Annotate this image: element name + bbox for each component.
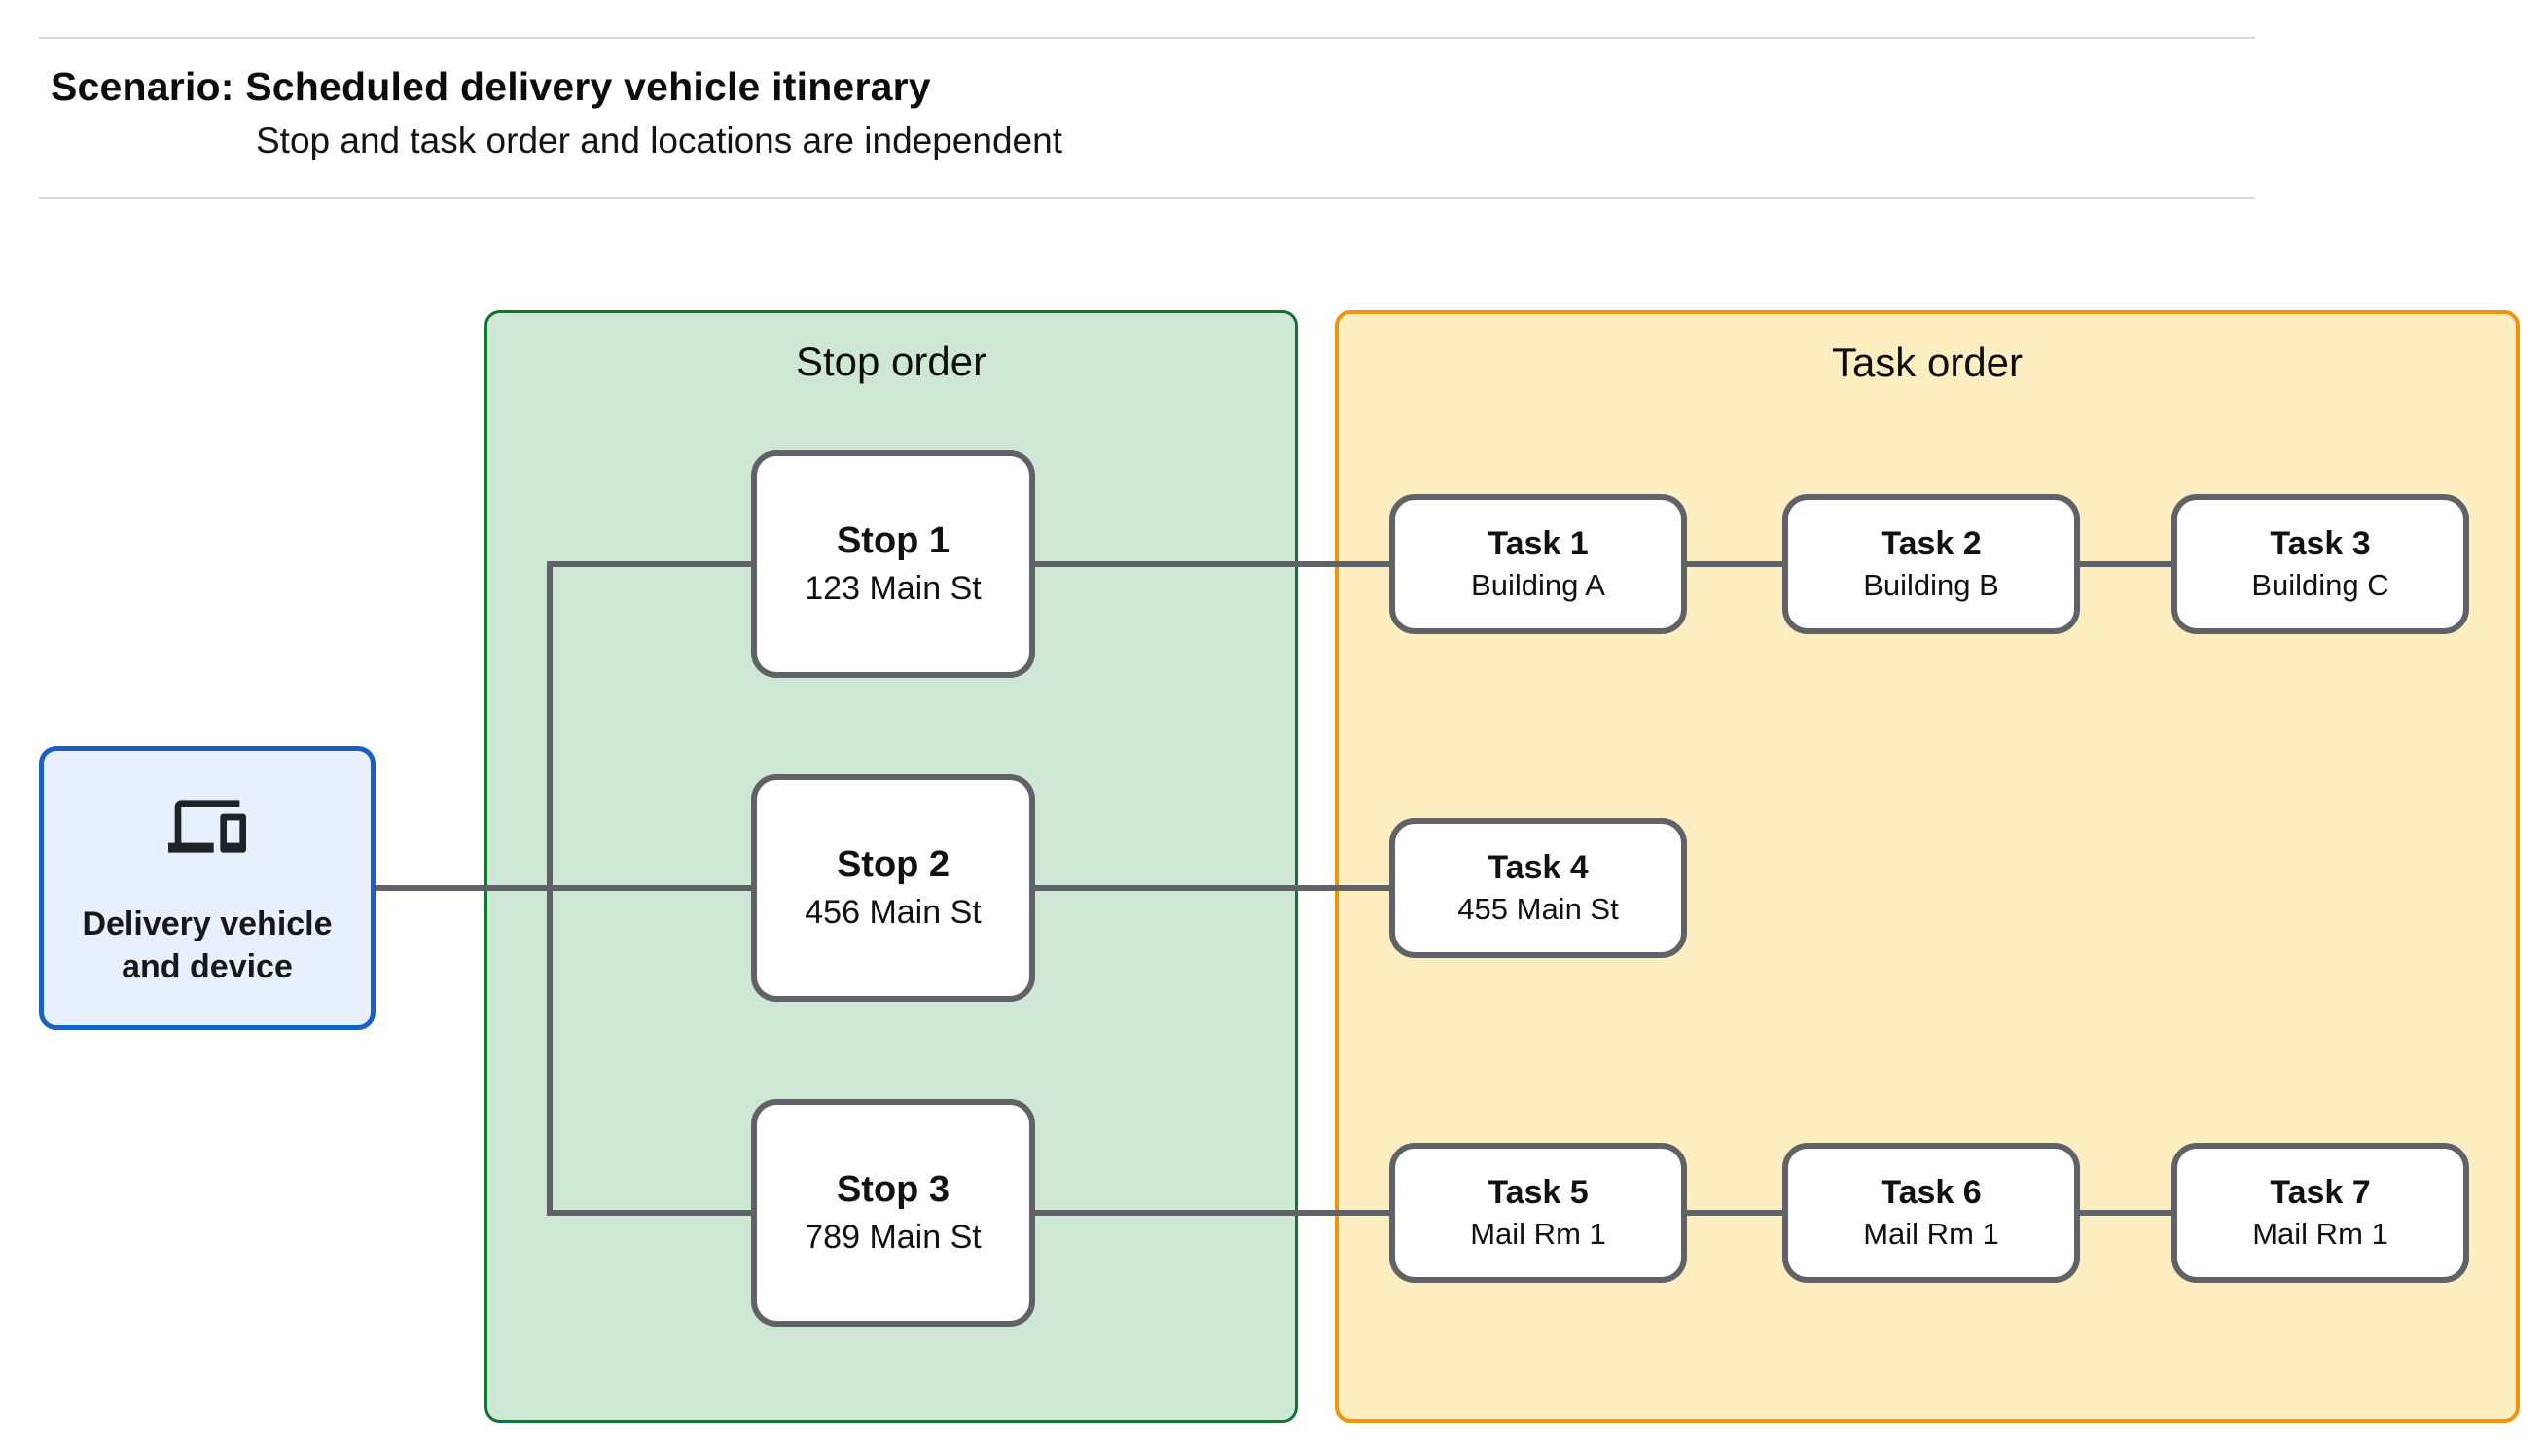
connector-trunk-to-stop1 xyxy=(547,561,751,567)
header-divider-top xyxy=(39,37,2255,39)
connector-task5-to-task6 xyxy=(1687,1210,1782,1216)
vehicle-label: Delivery vehicle and device xyxy=(82,904,332,988)
task-node-3: Task 3 Building C xyxy=(2171,494,2469,634)
stop-3-title: Stop 3 xyxy=(836,1169,950,1210)
task-2-title: Task 2 xyxy=(1881,525,1982,562)
stop-node-3: Stop 3 789 Main St xyxy=(751,1099,1035,1327)
connector-task1-to-task2 xyxy=(1687,561,1782,567)
task-5-title: Task 5 xyxy=(1488,1174,1589,1211)
stop-node-1: Stop 1 123 Main St xyxy=(751,450,1035,678)
connector-trunk-to-stop3 xyxy=(547,1210,751,1216)
task-node-6: Task 6 Mail Rm 1 xyxy=(1782,1143,2080,1283)
stop-1-address: 123 Main St xyxy=(805,570,982,607)
connector-stop2-to-task4 xyxy=(1035,885,1389,891)
connector-task6-to-task7 xyxy=(2080,1210,2171,1216)
connector-stop1-to-task1 xyxy=(1035,561,1389,567)
vehicle-label-line-1: Delivery vehicle xyxy=(82,905,333,942)
task-5-location: Mail Rm 1 xyxy=(1470,1217,1606,1251)
stop-2-address: 456 Main St xyxy=(805,894,982,931)
task-6-title: Task 6 xyxy=(1881,1174,1982,1211)
task-node-2: Task 2 Building B xyxy=(1782,494,2080,634)
task-1-title: Task 1 xyxy=(1488,525,1589,562)
task-4-title: Task 4 xyxy=(1488,849,1589,886)
task-order-panel-title: Task order xyxy=(1831,339,2024,385)
connector-stop3-to-task5 xyxy=(1035,1210,1389,1216)
devices-icon xyxy=(168,788,246,870)
task-2-location: Building B xyxy=(1863,568,1999,602)
task-3-title: Task 3 xyxy=(2270,525,2371,562)
stop-order-panel-title: Stop order xyxy=(795,338,987,384)
header-divider-bottom xyxy=(39,197,2255,199)
task-4-location: 455 Main St xyxy=(1457,892,1619,926)
task-6-location: Mail Rm 1 xyxy=(1863,1217,1999,1251)
connector-vehicle-to-stop2 xyxy=(375,885,751,891)
task-1-location: Building A xyxy=(1471,568,1605,602)
delivery-vehicle-node: Delivery vehicle and device xyxy=(39,746,376,1030)
connector-task2-to-task3 xyxy=(2080,561,2171,567)
stop-node-2: Stop 2 456 Main St xyxy=(751,774,1035,1002)
stop-1-title: Stop 1 xyxy=(836,520,950,561)
task-7-title: Task 7 xyxy=(2270,1174,2371,1211)
page-subtitle: Stop and task order and locations are in… xyxy=(256,121,1062,160)
task-node-1: Task 1 Building A xyxy=(1389,494,1687,634)
vehicle-label-line-2: and device xyxy=(122,947,293,985)
task-node-4: Task 4 455 Main St xyxy=(1389,818,1687,958)
stop-3-address: 789 Main St xyxy=(805,1219,982,1256)
task-7-location: Mail Rm 1 xyxy=(2252,1217,2388,1251)
task-node-7: Task 7 Mail Rm 1 xyxy=(2171,1143,2469,1283)
stop-2-title: Stop 2 xyxy=(836,844,950,885)
task-3-location: Building C xyxy=(2251,568,2389,602)
task-node-5: Task 5 Mail Rm 1 xyxy=(1389,1143,1687,1283)
page-title: Scenario: Scheduled delivery vehicle iti… xyxy=(51,64,931,109)
